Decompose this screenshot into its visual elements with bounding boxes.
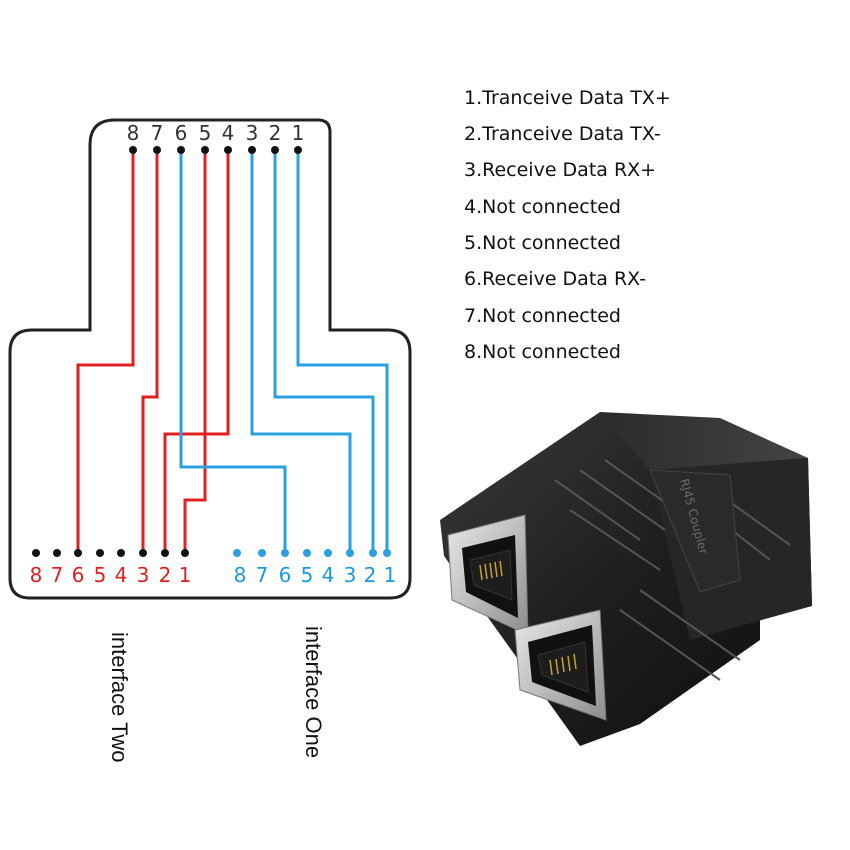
- legend-item-7: 7.Not connected: [464, 305, 621, 327]
- two-pin-3: 3: [137, 563, 150, 587]
- wire-top6-to-one6: [179, 150, 287, 553]
- rj45-splitter-photo: RJ45 Coupler: [440, 412, 812, 746]
- interface-one-dots: [233, 549, 391, 557]
- interface-two-label: interface Two: [107, 632, 132, 762]
- two-pin-7: 7: [51, 563, 64, 587]
- splitter-outline: [8, 118, 412, 600]
- one-pin-4: 4: [322, 563, 335, 587]
- interface-one-pin-labels: 8 7 6 5 4 3 2 1: [234, 563, 397, 587]
- interface-two-pin-labels: 8 7 6 5 4 3 2 1: [30, 563, 192, 587]
- one-pin-6: 6: [279, 563, 292, 587]
- top-pin-3: 3: [246, 121, 259, 145]
- legend-item-3: 3.Receive Data RX+: [464, 159, 656, 181]
- blue-wires: [179, 150, 389, 553]
- two-pin-8: 8: [30, 563, 43, 587]
- one-pin-1: 1: [384, 563, 397, 587]
- legend-item-8: 8.Not connected: [464, 341, 621, 363]
- top-pin-labels: 8 7 6 5 4 3 2 1: [127, 121, 305, 145]
- one-pin-7: 7: [256, 563, 269, 587]
- red-wires: [76, 150, 230, 553]
- legend-item-2: 2.Tranceive Data TX-: [464, 123, 661, 145]
- one-pin-8: 8: [234, 563, 247, 587]
- top-pin-6: 6: [175, 121, 188, 145]
- top-pin-7: 7: [151, 121, 164, 145]
- wire-top3-to-one3: [250, 150, 352, 553]
- one-pin-3: 3: [344, 563, 357, 587]
- top-pin-1: 1: [292, 121, 305, 145]
- top-pin-4: 4: [222, 121, 235, 145]
- one-pin-2: 2: [364, 563, 377, 587]
- embossed-label-plate: [649, 469, 741, 593]
- legend-item-5: 5.Not connected: [464, 232, 621, 254]
- legend-item-4: 4.Not connected: [464, 196, 621, 218]
- wire-top2-to-one2: [273, 150, 375, 553]
- two-pin-4: 4: [115, 563, 128, 587]
- pin-legend: 1.Tranceive Data TX+ 2.Tranceive Data TX…: [464, 87, 671, 363]
- two-pin-5: 5: [94, 563, 107, 587]
- top-pin-2: 2: [269, 121, 282, 145]
- top-pin-dots: [129, 146, 302, 154]
- wire-top5-to-two1: [183, 150, 207, 553]
- wire-top4-to-two6: [163, 150, 230, 553]
- two-pin-6: 6: [72, 563, 85, 587]
- wire-top8-to-two3: [76, 150, 135, 553]
- top-pin-8: 8: [127, 121, 140, 145]
- interface-two-dots: [32, 549, 189, 557]
- wire-top1-to-one1: [296, 150, 389, 553]
- two-pin-1: 1: [179, 563, 192, 587]
- legend-item-6: 6.Receive Data RX-: [464, 268, 646, 290]
- one-pin-5: 5: [301, 563, 314, 587]
- interface-one-label: interface One: [301, 626, 326, 758]
- wire-top7-to-two2: [141, 150, 159, 553]
- top-pin-5: 5: [199, 121, 212, 145]
- legend-item-1: 1.Tranceive Data TX+: [464, 87, 671, 109]
- two-pin-2: 2: [159, 563, 172, 587]
- splitter-rear-block: [600, 412, 808, 470]
